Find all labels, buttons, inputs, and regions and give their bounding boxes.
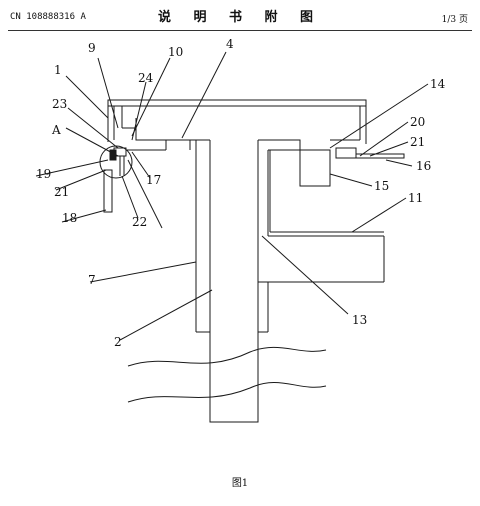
figure-caption: 图1 [231, 478, 249, 489]
label-20: 21 [54, 185, 69, 199]
header-title: 说 明 书 附 图 [157, 10, 323, 25]
label-13: 15 [374, 179, 389, 193]
label-5: 9 [88, 41, 96, 55]
reference-labels: 9 1 10 4 24 23 A 19 21 18 22 17 7 2 14 2… [36, 37, 446, 349]
label-16: 18 [62, 211, 77, 225]
break-lines [127, 346, 327, 403]
label-14: 16 [416, 159, 431, 173]
header-rule [8, 30, 472, 31]
leader-lines [35, 51, 429, 341]
publication-number: CN 108888316 A [10, 12, 86, 22]
label-18: 20 [410, 115, 425, 129]
label-21: 22 [132, 215, 147, 229]
label-24: A [51, 123, 61, 137]
label-4: 4 [226, 37, 234, 51]
label-19: 21 [410, 135, 425, 149]
right-mechanism [269, 139, 405, 233]
label-22: 23 [52, 97, 67, 111]
label-15: 17 [146, 173, 161, 187]
label-7: 10 [168, 45, 183, 59]
label-17: 19 [36, 167, 51, 181]
label-11: 14 [430, 77, 446, 91]
label-9: 11 [408, 191, 423, 205]
page-number: 1/3 页 [441, 15, 468, 25]
label-23: 24 [138, 71, 154, 85]
label-10: 13 [352, 313, 367, 327]
label-2: 2 [114, 335, 122, 349]
page-header: CN 108888316 A 说 明 书 附 图 1/3 页 [0, 4, 480, 34]
label-6: 7 [88, 273, 96, 287]
t-member [135, 118, 385, 423]
label-1: 1 [54, 63, 62, 77]
